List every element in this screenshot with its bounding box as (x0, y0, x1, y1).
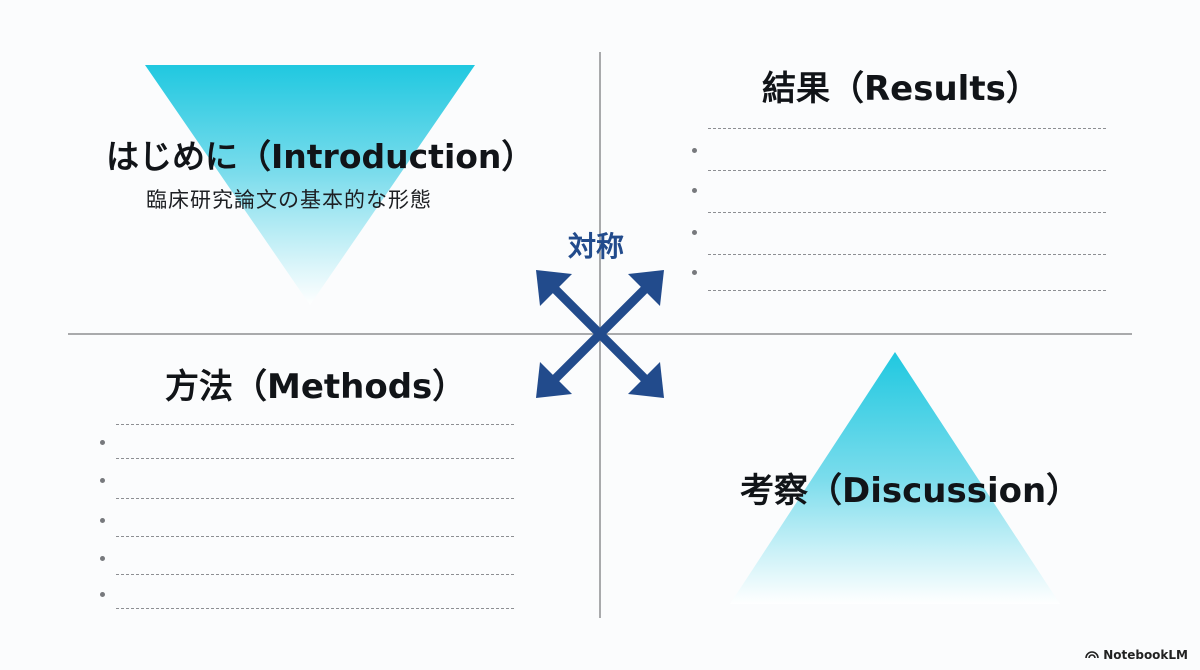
dashed-line (116, 498, 514, 499)
results-placeholder-lines (690, 128, 1110, 298)
dashed-line (708, 170, 1106, 171)
methods-placeholder-lines (98, 424, 518, 614)
bullet-dot (100, 440, 105, 445)
bullet-dot (100, 478, 105, 483)
bullet-dot (100, 518, 105, 523)
discussion-heading: 考察（Discussion） (740, 471, 1081, 511)
symmetry-label: 対称 (568, 230, 625, 263)
dashed-line (116, 608, 514, 609)
dashed-line (708, 290, 1106, 291)
dashed-line (708, 212, 1106, 213)
dashed-line (116, 458, 514, 459)
dashed-line (116, 574, 514, 575)
notebooklm-label: NotebookLM (1103, 648, 1188, 662)
cross-arrows-icon (530, 264, 670, 408)
methods-heading: 方法（Methods） (165, 367, 467, 407)
notebooklm-branding: NotebookLM (1085, 648, 1188, 662)
bullet-dot (692, 148, 697, 153)
dashed-line (708, 254, 1106, 255)
dashed-line (708, 128, 1106, 129)
bullet-dot (100, 556, 105, 561)
bullet-dot (692, 188, 697, 193)
dashed-line (116, 536, 514, 537)
bullet-dot (692, 270, 697, 275)
notebooklm-logo-icon (1085, 648, 1099, 662)
introduction-heading: はじめに（Introduction） (106, 137, 535, 176)
bullet-dot (692, 230, 697, 235)
bullet-dot (100, 592, 105, 597)
introduction-subtitle: 臨床研究論文の基本的な形態 (146, 188, 432, 212)
discussion-pyramid-shape (730, 352, 1060, 604)
introduction-funnel-shape (145, 65, 475, 305)
dashed-line (116, 424, 514, 425)
results-heading: 結果（Results） (762, 69, 1040, 109)
